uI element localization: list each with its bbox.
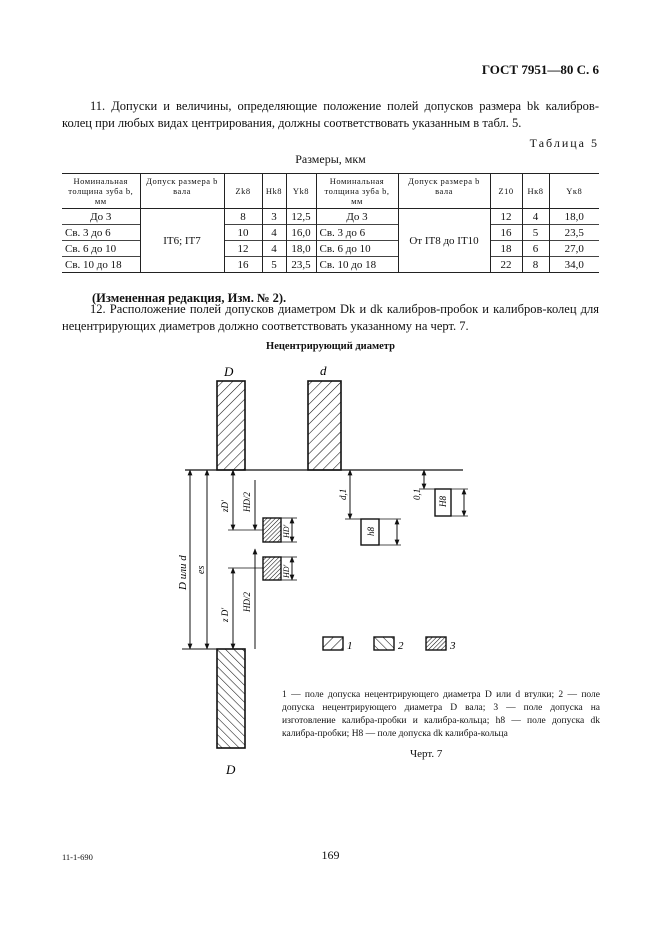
label-HD: HD' — [282, 524, 291, 539]
label-D-or-d: D или d — [177, 555, 189, 591]
tolerance-diagram: D d D h8 H8 D или d es zD' HD/2 HD' HD' … — [177, 363, 468, 777]
legend-swatch-3 — [425, 636, 447, 651]
table-row: До 3 IT6; IT7 8 3 12,5 До 3 От IT8 до IT… — [62, 208, 599, 273]
cell: 23,5 — [285, 256, 316, 273]
col-header: Hк8 — [521, 173, 549, 209]
legend-label-2: 2 — [398, 640, 404, 652]
cell: 27,0 — [548, 240, 599, 257]
cell: 5 — [261, 256, 286, 273]
label-HD2: HD/2 — [242, 492, 252, 513]
cell: Св. 3 до 6 — [62, 224, 140, 241]
cell: 12 — [489, 208, 522, 225]
cell: 4 — [261, 224, 286, 241]
page-number: 169 — [321, 848, 340, 862]
print-code: 11-1-690 — [62, 852, 93, 862]
legend-swatch-1 — [322, 636, 344, 651]
field-hole-d — [307, 380, 342, 471]
figure-caption: 1 — поле допуска нецентрирующего диаметр… — [282, 690, 600, 739]
label-zD-low: z D' — [220, 607, 230, 623]
label-d1b: 0,1 — [412, 489, 422, 500]
label-H8: H8 — [438, 496, 448, 508]
cell: До 3 — [315, 208, 398, 225]
legend-label-3: 3 — [449, 640, 456, 652]
cell: 4 — [261, 240, 286, 257]
cell: До 3 — [62, 208, 140, 225]
label-D-bottom: D — [225, 762, 236, 777]
field-plug-gauge-lower — [262, 556, 282, 581]
cell: 18,0 — [548, 208, 599, 225]
cell: 16 — [489, 224, 522, 241]
label-es: es — [196, 566, 207, 574]
cell: Св. 6 до 10 — [315, 240, 398, 257]
cell: Св. 6 до 10 — [62, 240, 140, 257]
cell: 4 — [521, 208, 549, 225]
cell: 34,0 — [548, 256, 599, 273]
cell: 18 — [489, 240, 522, 257]
label-D-top: D — [223, 364, 234, 379]
cell: 10 — [223, 224, 262, 241]
legend-swatch-2 — [373, 636, 395, 651]
cell-tolerance: От IT8 до IT10 — [397, 208, 490, 273]
col-header: Zk8 — [223, 173, 262, 209]
field-h8 — [360, 518, 380, 546]
table-row: Св. 6 до 10 12 4 18,0 Св. 6 до 10 18 6 2… — [62, 240, 599, 257]
label-d-top: d — [320, 363, 327, 378]
cell: Св. 3 до 6 — [315, 224, 398, 241]
cell: 16 — [223, 256, 262, 273]
cell: 8 — [223, 208, 262, 225]
cell: 6 — [521, 240, 549, 257]
cell: 23,5 — [548, 224, 599, 241]
cell-tolerance: IT6; IT7 — [139, 208, 224, 273]
cell: Св. 10 до 18 — [62, 256, 140, 273]
label-h8: h8 — [366, 527, 376, 537]
cell: 5 — [521, 224, 549, 241]
col-header: Номинальная толщина зуба b, мм — [62, 173, 140, 209]
table-row: Св. 10 до 18 16 5 23,5 Св. 10 до 18 22 8… — [62, 256, 599, 273]
table-title: Таблица 5 — [529, 136, 599, 150]
field-shaft-D — [216, 648, 246, 749]
table-row: Св. 3 до 6 10 4 16,0 Св. 3 до 6 16 5 23,… — [62, 224, 599, 241]
label-d1: d,1 — [338, 489, 348, 500]
col-header: Допуск размера b вала — [397, 173, 490, 209]
cell: 12,5 — [285, 208, 316, 225]
legend-label-1: 1 — [347, 640, 353, 652]
cell: 16,0 — [285, 224, 316, 241]
col-header: Yk8 — [285, 173, 316, 209]
cell: 12 — [223, 240, 262, 257]
label-HD-low: HD' — [282, 564, 291, 579]
paragraph-12: 12. Расположение полей допусков диаметро… — [62, 302, 599, 333]
cell: 22 — [489, 256, 522, 273]
table-5: Номинальная толщина зуба b, мм Допуск ра… — [62, 173, 599, 273]
col-header: Yк8 — [548, 173, 599, 209]
label-zD: zD' — [220, 499, 230, 513]
table-units: Размеры, мкм — [295, 152, 366, 166]
figure-title: Нецентрирующий диаметр — [266, 341, 395, 352]
field-H8 — [434, 488, 452, 517]
cell: 18,0 — [285, 240, 316, 257]
col-header: Номинальная толщина зуба b, мм — [315, 173, 398, 209]
edition-note: (Измененная редакция, Изм. № 2). — [92, 291, 287, 305]
figure-number: Черт. 7 — [410, 748, 443, 760]
cell: 8 — [521, 256, 549, 273]
field-hole-D — [216, 380, 246, 471]
cell: 3 — [261, 208, 286, 225]
field-plug-gauge-upper — [262, 517, 282, 543]
document-header: ГОСТ 7951—80 С. 6 — [481, 62, 599, 77]
label-HD2-low: HD/2 — [242, 592, 252, 613]
paragraph-11: 11. Допуски и величины, определяющие пол… — [62, 99, 599, 130]
cell: Св. 10 до 18 — [315, 256, 398, 273]
